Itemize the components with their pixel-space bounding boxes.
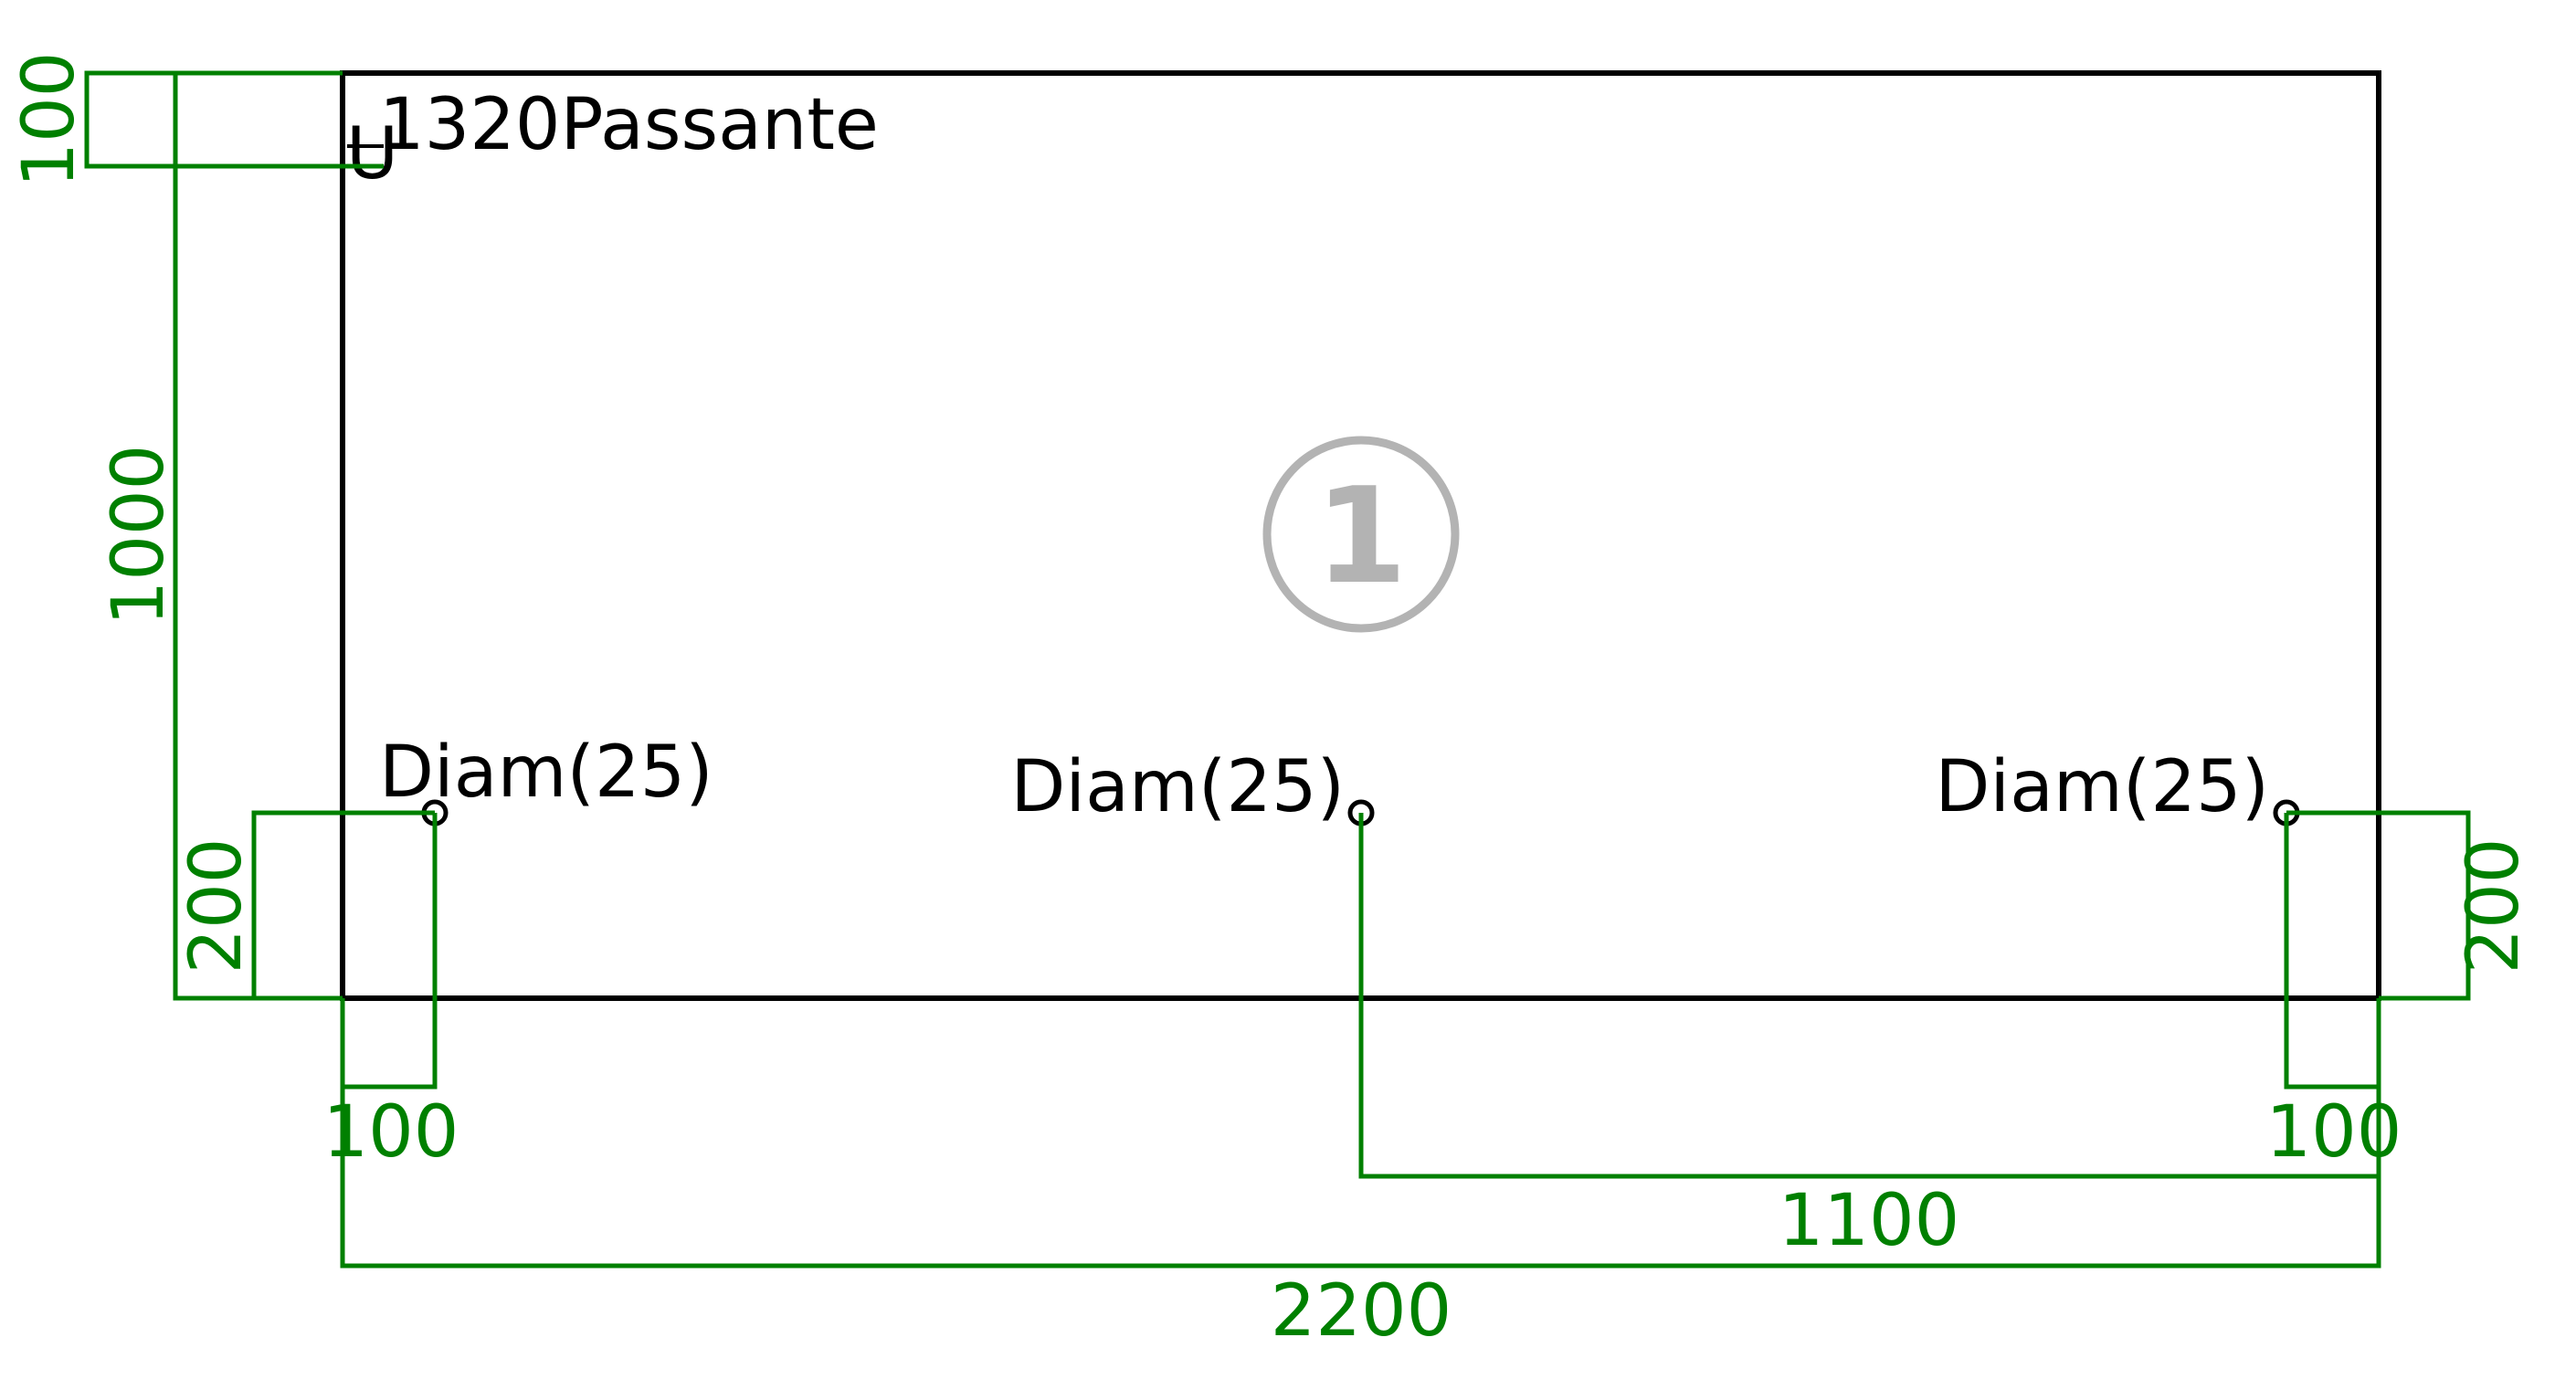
hole-right-label: Diam(25)	[1935, 746, 2269, 828]
panel-id-number: 1	[1315, 459, 1408, 614]
dim-left-hole-horizontal: 100	[323, 813, 459, 1174]
dim-left-hole-horizontal-text: 100	[323, 1091, 459, 1174]
dim-top-offset: 100	[8, 52, 384, 188]
hole-middle-label: Diam(25)	[1010, 746, 1345, 828]
dim-left-hole-vertical-text: 200	[175, 838, 258, 974]
dim-top-offset-text: 100	[8, 52, 90, 188]
hole-left-label: Diam(25)	[379, 732, 713, 814]
dim-middle-hole: 1100	[1358, 813, 2381, 1262]
dim-right-hole-horizontal: 100	[2266, 813, 2402, 1174]
dim-overall-width: 2200	[340, 998, 2381, 1353]
dim-height-text: 1000	[98, 445, 180, 627]
dim-right-hole-vertical: 200	[2286, 810, 2535, 1001]
dim-left-hole-vertical: 200	[175, 810, 435, 1001]
edge-marker: U	[346, 113, 398, 195]
dim-right-hole-vertical-text: 200	[2453, 838, 2535, 974]
dim-right-hole-horizontal-text: 100	[2266, 1091, 2402, 1174]
edge-label: 1320Passante	[379, 84, 879, 166]
dim-middle-hole-text: 1100	[1779, 1180, 1960, 1262]
panel-id-badge: 1	[1262, 436, 1460, 633]
dim-overall-width-text: 2200	[1271, 1270, 1452, 1353]
panel-id-ring	[1262, 436, 1460, 633]
